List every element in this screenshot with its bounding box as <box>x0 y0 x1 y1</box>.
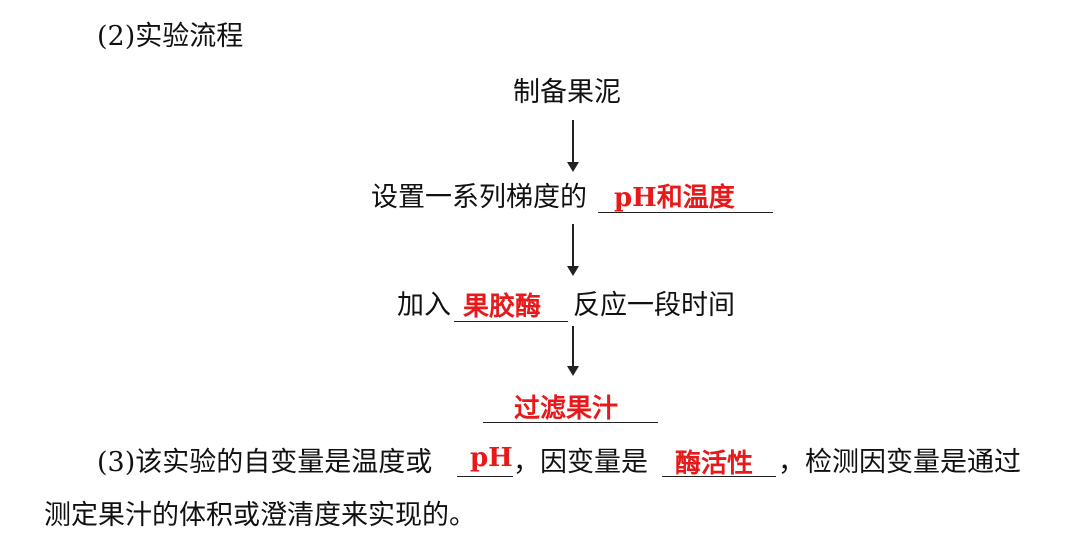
section3-line2: 测定果汁的体积或澄清度来实现的。 <box>44 500 476 531</box>
answer-ph: pH <box>470 443 513 473</box>
section-heading: (2)实验流程 <box>97 21 244 52</box>
answer-blank-line <box>457 476 513 477</box>
answer-blank-line <box>662 476 776 477</box>
flow-step-add-label: 加入 <box>397 290 451 321</box>
answer-blank-line <box>454 321 568 322</box>
section3-prefix: (3)该实验的自变量是温度或 <box>97 447 433 478</box>
answer-pectinase: 果胶酶 <box>463 292 542 322</box>
flow-arrow-down-icon <box>565 224 581 276</box>
section3-suffix: ，检测因变量是通过 <box>778 447 1021 478</box>
flow-step-gradient-label: 设置一系列梯度的 <box>371 182 587 213</box>
answer-enzyme-activity: 酶活性 <box>675 449 754 479</box>
answer-filter-juice: 过滤果汁 <box>514 394 619 424</box>
answer-blank-line <box>483 422 658 423</box>
answer-ph-and-temperature: pH和温度 <box>614 183 735 213</box>
section3-mid: ，因变量是 <box>513 447 648 478</box>
flow-arrow-down-icon <box>565 326 581 376</box>
answer-blank-line <box>598 212 773 213</box>
flow-arrow-down-icon <box>565 120 581 172</box>
flow-step-react-label: 反应一段时间 <box>573 290 735 321</box>
flow-step-prepare-puree: 制备果泥 <box>513 77 621 108</box>
